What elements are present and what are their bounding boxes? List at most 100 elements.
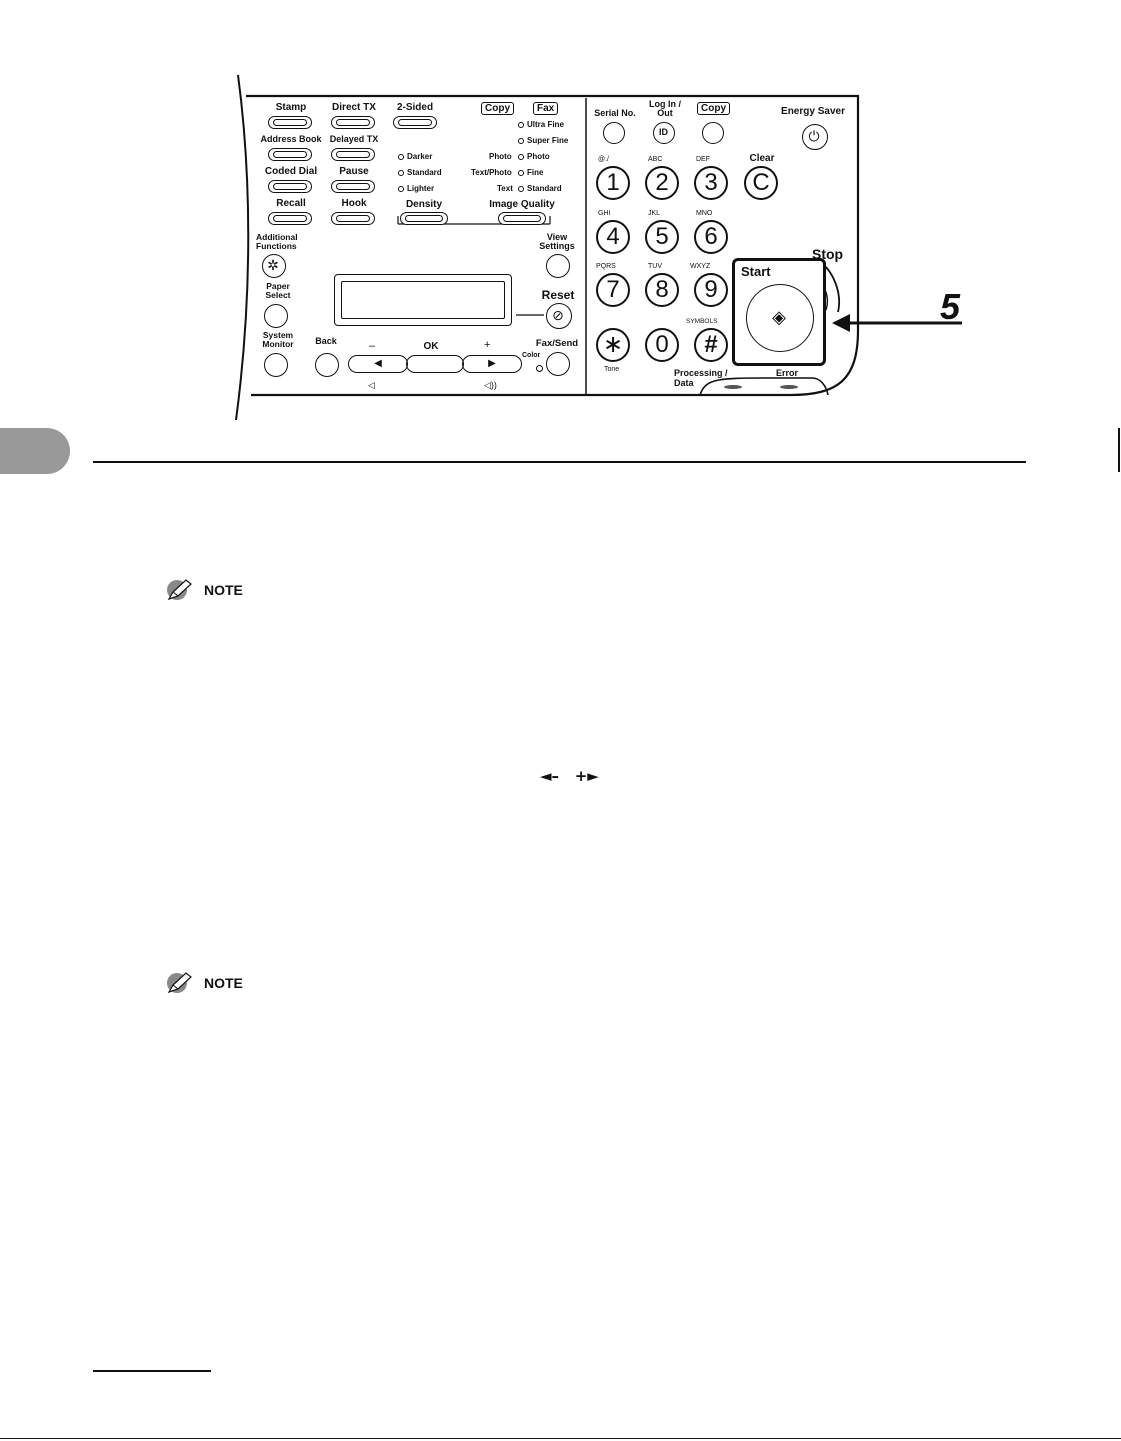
delayed-tx-button[interactable] [331,148,375,161]
back-label: Back [315,336,337,346]
right-margin-mark [1118,428,1120,472]
footer-rule [0,1438,1121,1439]
fax-send-button[interactable] [546,352,570,376]
density-standard-led [398,170,404,176]
iq-copy-text-photo-label: Text/Photo [471,168,512,177]
key-5-sub: JKL [648,210,661,217]
coded-dial-button[interactable] [268,180,312,193]
address-book-button[interactable] [268,148,312,161]
key-7[interactable]: 7 [596,273,630,307]
energy-saver-label: Energy Saver [781,106,845,117]
density-darker-label: Darker [407,152,433,161]
key-hash[interactable]: # [694,328,728,362]
iq-ultra-fine-label: Ultra Fine [527,120,564,129]
gear-icon: ✲ [267,257,279,273]
paper-select-button[interactable] [264,304,288,328]
system-monitor-button[interactable] [264,353,288,377]
additional-functions-label: Additional Functions [256,232,298,251]
two-sided-label: 2-Sided [396,102,434,113]
stamp-button[interactable] [268,116,312,129]
fax-mode-tag: Fax [533,102,559,115]
density-key[interactable] [400,212,448,225]
recall-button[interactable] [268,212,312,225]
key-2[interactable]: 2 [645,166,679,200]
key-9-sub: WXYZ [690,263,711,270]
footnote-rule [93,1370,211,1372]
copy-mode-tag: Copy [481,102,514,115]
reset-icon: ⊘ [552,307,564,323]
ok-label: OK [423,341,439,352]
right-arrow-key[interactable]: ▶ [462,355,522,373]
address-book-label: Address Book [260,134,322,144]
minus-label: – [369,340,376,352]
iq-fine-led [518,170,524,176]
key-4-sub: GHI [598,210,611,217]
note-label: NOTE [204,975,243,991]
iq-fine-label: Fine [527,168,544,177]
volume-down-icon: ◁ [368,380,375,390]
pencil-note-icon [167,579,192,601]
two-sided-button[interactable] [393,116,437,129]
direct-tx-button[interactable] [331,116,375,129]
key-3[interactable]: 3 [694,166,728,200]
id-icon: ID [659,127,668,137]
key-7-sub: PQRS [596,263,616,270]
lcd-screen [341,281,505,319]
key-6[interactable]: 6 [694,220,728,254]
additional-functions-button[interactable]: ✲ [262,254,286,278]
key-star[interactable]: ∗ [596,328,630,362]
image-quality-key[interactable] [498,212,546,225]
key-1[interactable]: 1 [596,166,630,200]
key-star-sub: Tone [604,366,620,373]
ok-key[interactable] [406,355,464,373]
color-indicator-icon [536,365,543,372]
iq-copy-text-label: Text [497,184,513,193]
density-standard-label: Standard [407,168,442,177]
key-4[interactable]: 4 [596,220,630,254]
start-button[interactable]: ◈ [746,284,814,352]
error-label: Error [776,368,799,378]
density-darker-led [398,154,404,160]
log-in-out-label: Log In / Out [649,99,681,118]
key-0[interactable]: 0 [645,328,679,362]
hook-button[interactable] [331,212,375,225]
volume-up-icon: ◁)) [484,380,497,390]
clear-key[interactable]: C [744,166,778,200]
recall-label: Recall [276,198,306,209]
hook-label: Hook [341,198,367,209]
start-icon: ◈ [772,307,786,327]
key-5[interactable]: 5 [645,220,679,254]
stamp-label: Stamp [275,102,307,113]
direct-tx-label: Direct TX [332,102,376,113]
iq-standard-label: Standard [527,184,562,193]
iq-photo-led [518,154,524,160]
reset-button[interactable]: ⊘ [546,303,572,329]
pause-label: Pause [339,166,369,177]
plus-label: + [484,339,491,351]
key-6-sub: MNO [696,210,713,217]
pause-button[interactable] [331,180,375,193]
start-label: Start [741,264,771,279]
key-9[interactable]: 9 [694,273,728,307]
iq-standard-led [518,186,524,192]
image-quality-label: Image Quality [489,199,555,210]
paper-select-label: Paper Select [265,281,291,300]
view-settings-button[interactable] [546,254,570,278]
energy-saver-button[interactable]: ⏻ [802,124,828,150]
lcd-display [334,274,512,326]
density-lighter-label: Lighter [407,184,435,193]
system-monitor-label: System Monitor [262,330,294,349]
iq-super-fine-label: Super Fine [527,136,569,145]
copy-button[interactable] [702,122,724,144]
log-in-out-button[interactable]: ID [653,122,675,144]
key-8[interactable]: 8 [645,273,679,307]
back-button[interactable] [315,353,339,377]
iq-ultra-fine-led [518,122,524,128]
section-rule [93,461,1026,463]
reset-label: Reset [541,288,575,302]
density-label: Density [405,199,443,210]
left-arrow-key[interactable]: ◀ [348,355,408,373]
serial-no-button[interactable] [603,122,625,144]
key-1-sub: @./ [598,156,609,163]
key-8-sub: TUV [648,263,662,270]
